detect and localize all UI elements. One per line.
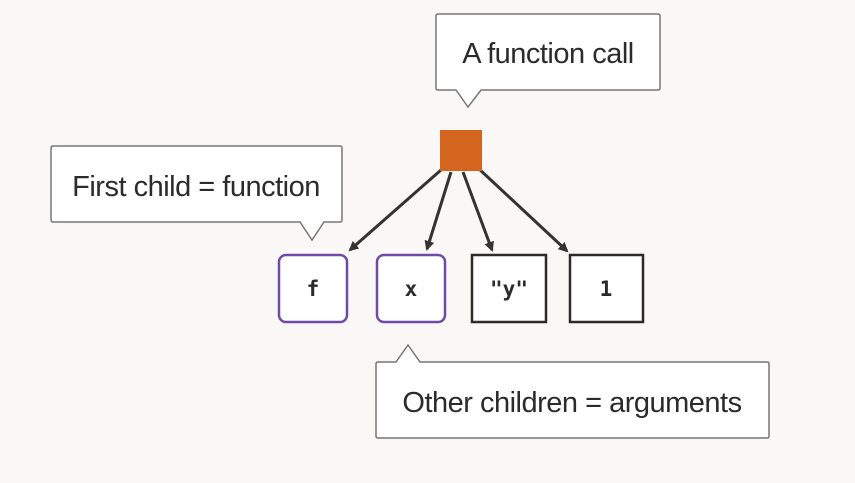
edge-to-y <box>461 171 494 252</box>
edge-to-1 <box>476 166 569 253</box>
callout-other-children-text: Other children = arguments <box>402 387 741 419</box>
root-node <box>440 130 482 171</box>
child-node-1-label: 1 <box>600 277 613 301</box>
child-node-y-label: "y" <box>490 277 528 301</box>
child-node-x-label: x <box>405 277 418 301</box>
child-node-y: "y" <box>470 253 548 324</box>
child-node-f: f <box>277 253 349 324</box>
edge-to-x <box>424 171 453 251</box>
callout-first-child-text: First child = function <box>72 171 320 203</box>
callout-root: A function call <box>435 13 661 109</box>
callout-other-children: Other children = arguments <box>375 343 770 439</box>
edge-to-f <box>348 168 442 252</box>
child-node-1: 1 <box>568 253 645 324</box>
callout-first-child: First child = function <box>50 145 343 242</box>
child-node-x: x <box>375 253 447 324</box>
child-node-f-label: f <box>307 277 320 301</box>
tree-edges <box>348 166 569 253</box>
callout-root-text: A function call <box>462 38 633 70</box>
